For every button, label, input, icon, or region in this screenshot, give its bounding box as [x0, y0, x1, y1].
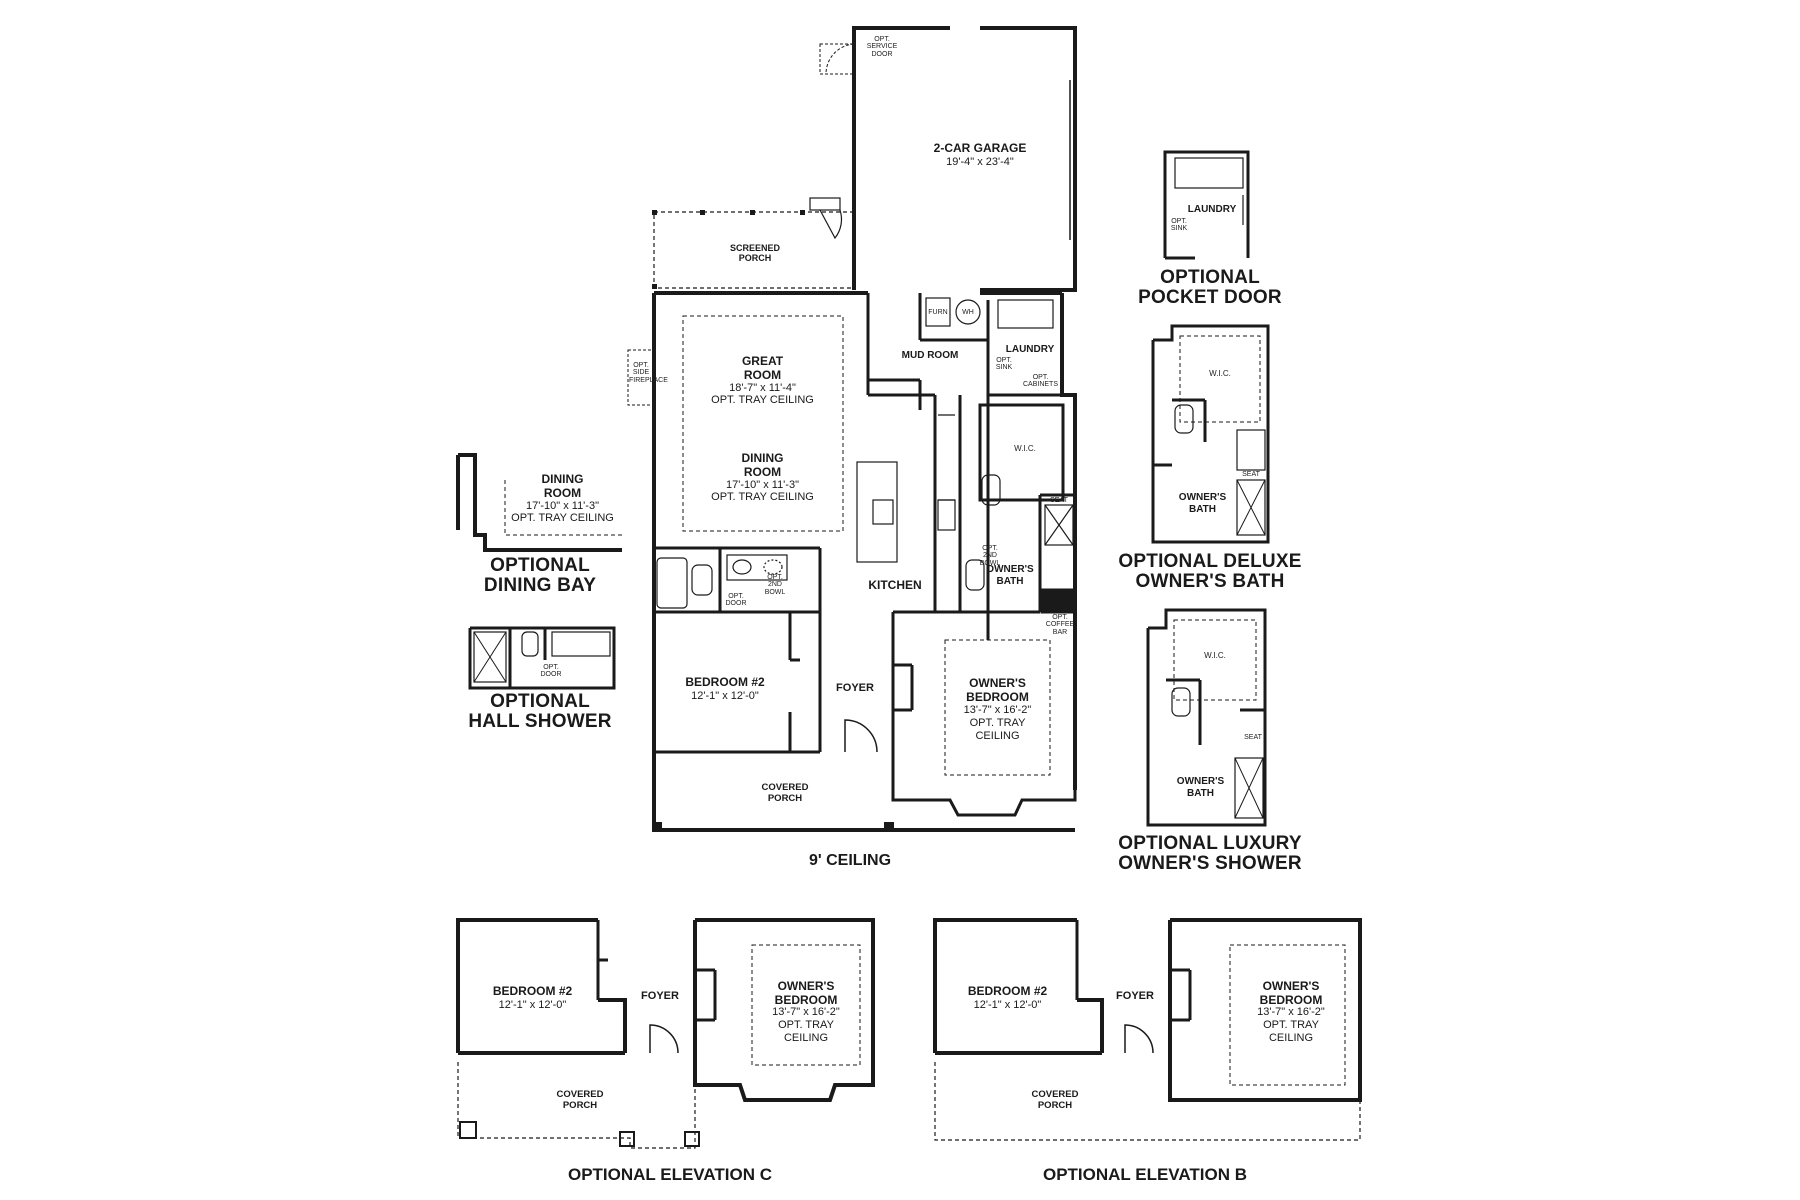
- garage-walls: [852, 25, 1077, 292]
- elev-c-covered-porch: COVERED PORCH: [556, 1089, 604, 1111]
- pocket-door-title: OPTIONAL POCKET DOOR: [1138, 267, 1282, 308]
- elev-c-title: OPTIONAL ELEVATION C: [567, 1165, 772, 1184]
- bedroom2-name: BEDROOM #2: [685, 675, 765, 689]
- owner-2nd-bowl-label: OPT. 2ND BOWL: [979, 545, 1001, 567]
- dining-bay-room-name: DINING ROOM: [541, 472, 584, 500]
- deluxe-seat-label: SEAT: [1242, 471, 1260, 478]
- opt-sink-label: OPT. SINK: [995, 357, 1013, 372]
- water-heater-label: WH: [962, 309, 974, 316]
- garage-dims: 19'-4" x 23'-4": [946, 156, 1014, 168]
- elev-b-covered-porch: COVERED PORCH: [1031, 1089, 1079, 1111]
- dining-bay-room-note: OPT. TRAY CEILING: [511, 512, 614, 524]
- elevation-c-tray: [751, 944, 861, 1066]
- luxury-shower-walls: [1146, 608, 1267, 827]
- pocket-laundry-label: LAUNDRY: [1187, 204, 1237, 215]
- tray-ceilings: [682, 315, 1051, 776]
- dining-room-dims: 17'-10" x 11'-3": [726, 479, 799, 491]
- wic-walls: [978, 403, 1065, 502]
- hall-shower-walls: [468, 626, 616, 690]
- wic-label: W.I.C.: [1014, 444, 1036, 453]
- elev-b-title: OPTIONAL ELEVATION B: [1042, 1165, 1247, 1184]
- hall-opt-door-label: OPT. DOOR: [725, 593, 747, 608]
- front-door: [844, 719, 878, 753]
- elev-c-owners-bedroom-name: OWNER'S BEDROOM: [774, 979, 838, 1007]
- elevation-c-posts: [459, 1121, 700, 1147]
- elevation-c-walls: [456, 918, 875, 1102]
- dining-bay-walls: [456, 453, 622, 552]
- interior-walls: [652, 293, 1077, 817]
- seat-label: SEAT: [1050, 497, 1068, 504]
- owners-bedroom-name: OWNER'S BEDROOM: [966, 676, 1029, 704]
- screened-porch-posts: [652, 210, 805, 289]
- coffee-bar-label: OPT. COFFEE BAR: [1045, 614, 1075, 636]
- dining-bay-room-dims: 17'-10" x 11'-3": [526, 500, 599, 512]
- foyer-label: FOYER: [836, 682, 874, 694]
- elevation-b-porch: [934, 1062, 1361, 1141]
- elev-c-foyer: FOYER: [641, 990, 679, 1002]
- dining-bay-tray: [504, 480, 622, 536]
- great-room-dims: 18'-7" x 11'-4": [729, 382, 796, 394]
- elev-c-bedroom2-name: BEDROOM #2: [492, 984, 573, 998]
- pocket-door-walls: [1163, 150, 1250, 260]
- elev-b-owners-bedroom-dims: 13'-7" x 16'-2": [1257, 1006, 1325, 1018]
- covered-porch-label: COVERED PORCH: [761, 782, 809, 804]
- fireplace-label: OPT. SIDE FIREPLACE: [629, 362, 668, 384]
- elev-b-foyer: FOYER: [1116, 990, 1154, 1002]
- bedroom2-dims: 12'-1" x 12'-0": [691, 690, 759, 702]
- elev-b-owners-bedroom-name: OWNER'S BEDROOM: [1259, 979, 1323, 1007]
- great-room-name: GREAT ROOM: [741, 354, 784, 382]
- elev-c-owners-bedroom-note: OPT. TRAY CEILING: [778, 1019, 834, 1044]
- garage-name: 2-CAR GARAGE: [933, 141, 1027, 155]
- hall-shower-title: OPTIONAL HALL SHOWER: [468, 691, 612, 732]
- hall-shower-opt-door: OPT. DOOR: [540, 664, 562, 679]
- elev-b-bedroom2-name: BEDROOM #2: [967, 984, 1048, 998]
- deluxe-owners-bath-label: OWNER'S BATH: [1178, 492, 1227, 515]
- service-door: [819, 43, 855, 75]
- owners-bedroom-dims: 13'-7" x 16'-2": [963, 704, 1032, 716]
- luxury-seat-label: SEAT: [1244, 734, 1262, 741]
- dining-bay-title: OPTIONAL DINING BAY: [483, 555, 597, 596]
- opt-cabinets-label: OPT. CABINETS: [1022, 374, 1058, 389]
- luxury-wic-label: W.I.C.: [1204, 651, 1226, 660]
- kitchen-counters: [937, 414, 956, 531]
- elev-b-owners-bedroom-note: OPT. TRAY CEILING: [1263, 1019, 1319, 1044]
- deluxe-bath-walls: [1151, 324, 1270, 544]
- luxury-shower-title: OPTIONAL LUXURY OWNER'S SHOWER: [1118, 833, 1302, 874]
- furnace-label: FURN: [928, 309, 948, 316]
- bath-fixtures: [656, 297, 1074, 609]
- luxury-owners-bath-label: OWNER'S BATH: [1176, 776, 1225, 799]
- elevation-b-tray: [1229, 944, 1346, 1086]
- dining-room-note: OPT. TRAY CEILING: [711, 491, 814, 503]
- deluxe-wic-label: W.I.C.: [1209, 369, 1231, 378]
- dining-room-name: DINING ROOM: [741, 451, 784, 479]
- great-room-note: OPT. TRAY CEILING: [711, 394, 814, 406]
- owners-bath-label: OWNER'S BATH: [986, 564, 1034, 587]
- ceiling-note: 9' CEILING: [808, 852, 892, 869]
- hall-2nd-bowl-label: OPT. 2ND BOWL: [764, 574, 786, 596]
- garage-entry-door: [809, 197, 843, 240]
- mud-room-label: MUD ROOM: [901, 350, 959, 361]
- elevation-c-porch: [457, 1062, 696, 1149]
- laundry-label: LAUNDRY: [1005, 344, 1055, 355]
- pocket-opt-sink: OPT. SINK: [1170, 218, 1188, 233]
- kitchen-island: [856, 461, 898, 563]
- elev-c-bedroom2-dims: 12'-1" x 12'-0": [498, 999, 567, 1011]
- deluxe-bath-title: OPTIONAL DELUXE OWNER'S BATH: [1118, 551, 1302, 592]
- deluxe-bath-tray: [1179, 335, 1261, 423]
- fireplace: [627, 349, 655, 406]
- service-door-label: OPT. SERVICE DOOR: [866, 36, 898, 58]
- elev-b-bedroom2-dims: 12'-1" x 12'-0": [973, 999, 1042, 1011]
- owners-bedroom-note: OPT. TRAY CEILING: [969, 717, 1026, 742]
- kitchen-label: KITCHEN: [868, 578, 922, 592]
- screened-porch-label: SCREENED PORCH: [729, 243, 780, 264]
- elev-c-owners-bedroom-dims: 13'-7" x 16'-2": [772, 1006, 840, 1018]
- covered-porch-posts: [652, 822, 894, 832]
- luxury-shower-tray: [1173, 619, 1257, 701]
